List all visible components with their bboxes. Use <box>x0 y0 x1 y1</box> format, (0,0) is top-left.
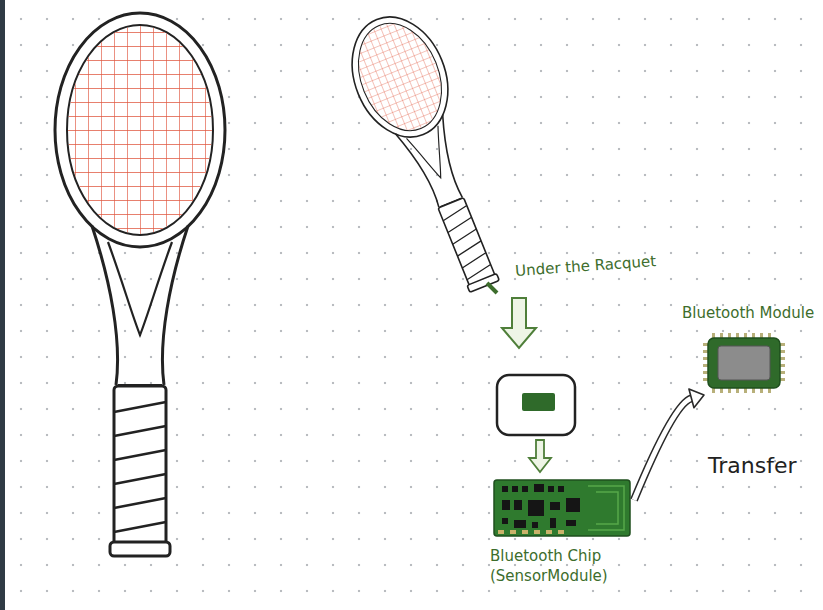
sensor-pcb <box>492 478 632 540</box>
page-edge-strip <box>0 0 5 610</box>
annotation-label: Under the Racquet <box>514 251 656 281</box>
bluetooth-chip <box>702 331 786 395</box>
node-label: Bluetooth Module <box>682 303 823 323</box>
node-label: Bluetooth Chip (SensorModule) <box>490 546 622 586</box>
edge-label: Transfer <box>708 453 796 479</box>
bluetooth-module-node: Bluetooth Module <box>680 303 823 395</box>
sensor-module-node: Bluetooth Chip (SensorModule) <box>488 474 634 604</box>
transfer-arrow <box>634 389 704 500</box>
